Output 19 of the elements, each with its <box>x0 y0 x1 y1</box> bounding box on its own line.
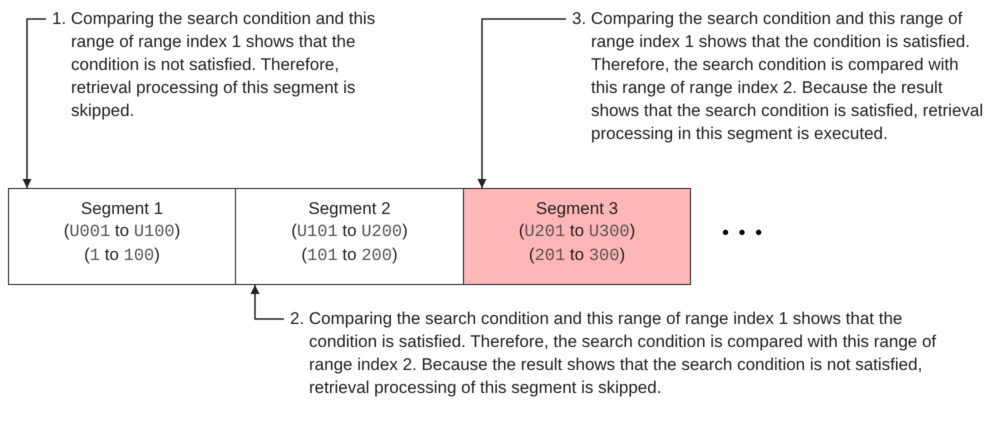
segment-box <box>8 188 236 285</box>
continuation-dots: • • • <box>722 222 764 245</box>
segment-title: Segment 3 <box>534 198 620 220</box>
segment-range: (U001 to U100) <box>62 220 182 244</box>
callout-text: 2. Comparing the search condition and this range of range index 1 shows that the condition is satisfied. Therefore, the search condition is compared with this range of range index 2. Because the result shows that the search condition is not satisfied, retrieval processing of this segment is skipped. <box>290 308 938 399</box>
callout-text: 3. Comparing the search condition and this range of range index 1 shows that the condition is satisfied. Therefore, the search condition is compared with this range of range index 2. Because the result shows that the search condition is satisfied, retrieval processing in this segment is executed. <box>572 8 984 145</box>
callout-text: 1. Comparing the search condition and this range of range index 1 shows that the condition is not satisfied. Therefore, retrieval processing of this segment is skipped. <box>52 8 376 122</box>
leader-line <box>250 285 284 320</box>
segment-range: (101 to 200) <box>300 244 399 268</box>
leader-line <box>478 18 566 188</box>
segment-box <box>463 188 691 285</box>
segment-range: (201 to 300) <box>528 244 626 268</box>
segment-box <box>235 188 464 285</box>
segment-range: (U101 to U200) <box>290 220 409 244</box>
segment-title: Segment 1 <box>80 198 164 220</box>
leader-line <box>22 18 46 188</box>
segment-range: (1 to 100) <box>83 244 161 268</box>
segment-range: (U201 to U300) <box>518 220 636 244</box>
segment-title: Segment 2 <box>307 198 392 220</box>
